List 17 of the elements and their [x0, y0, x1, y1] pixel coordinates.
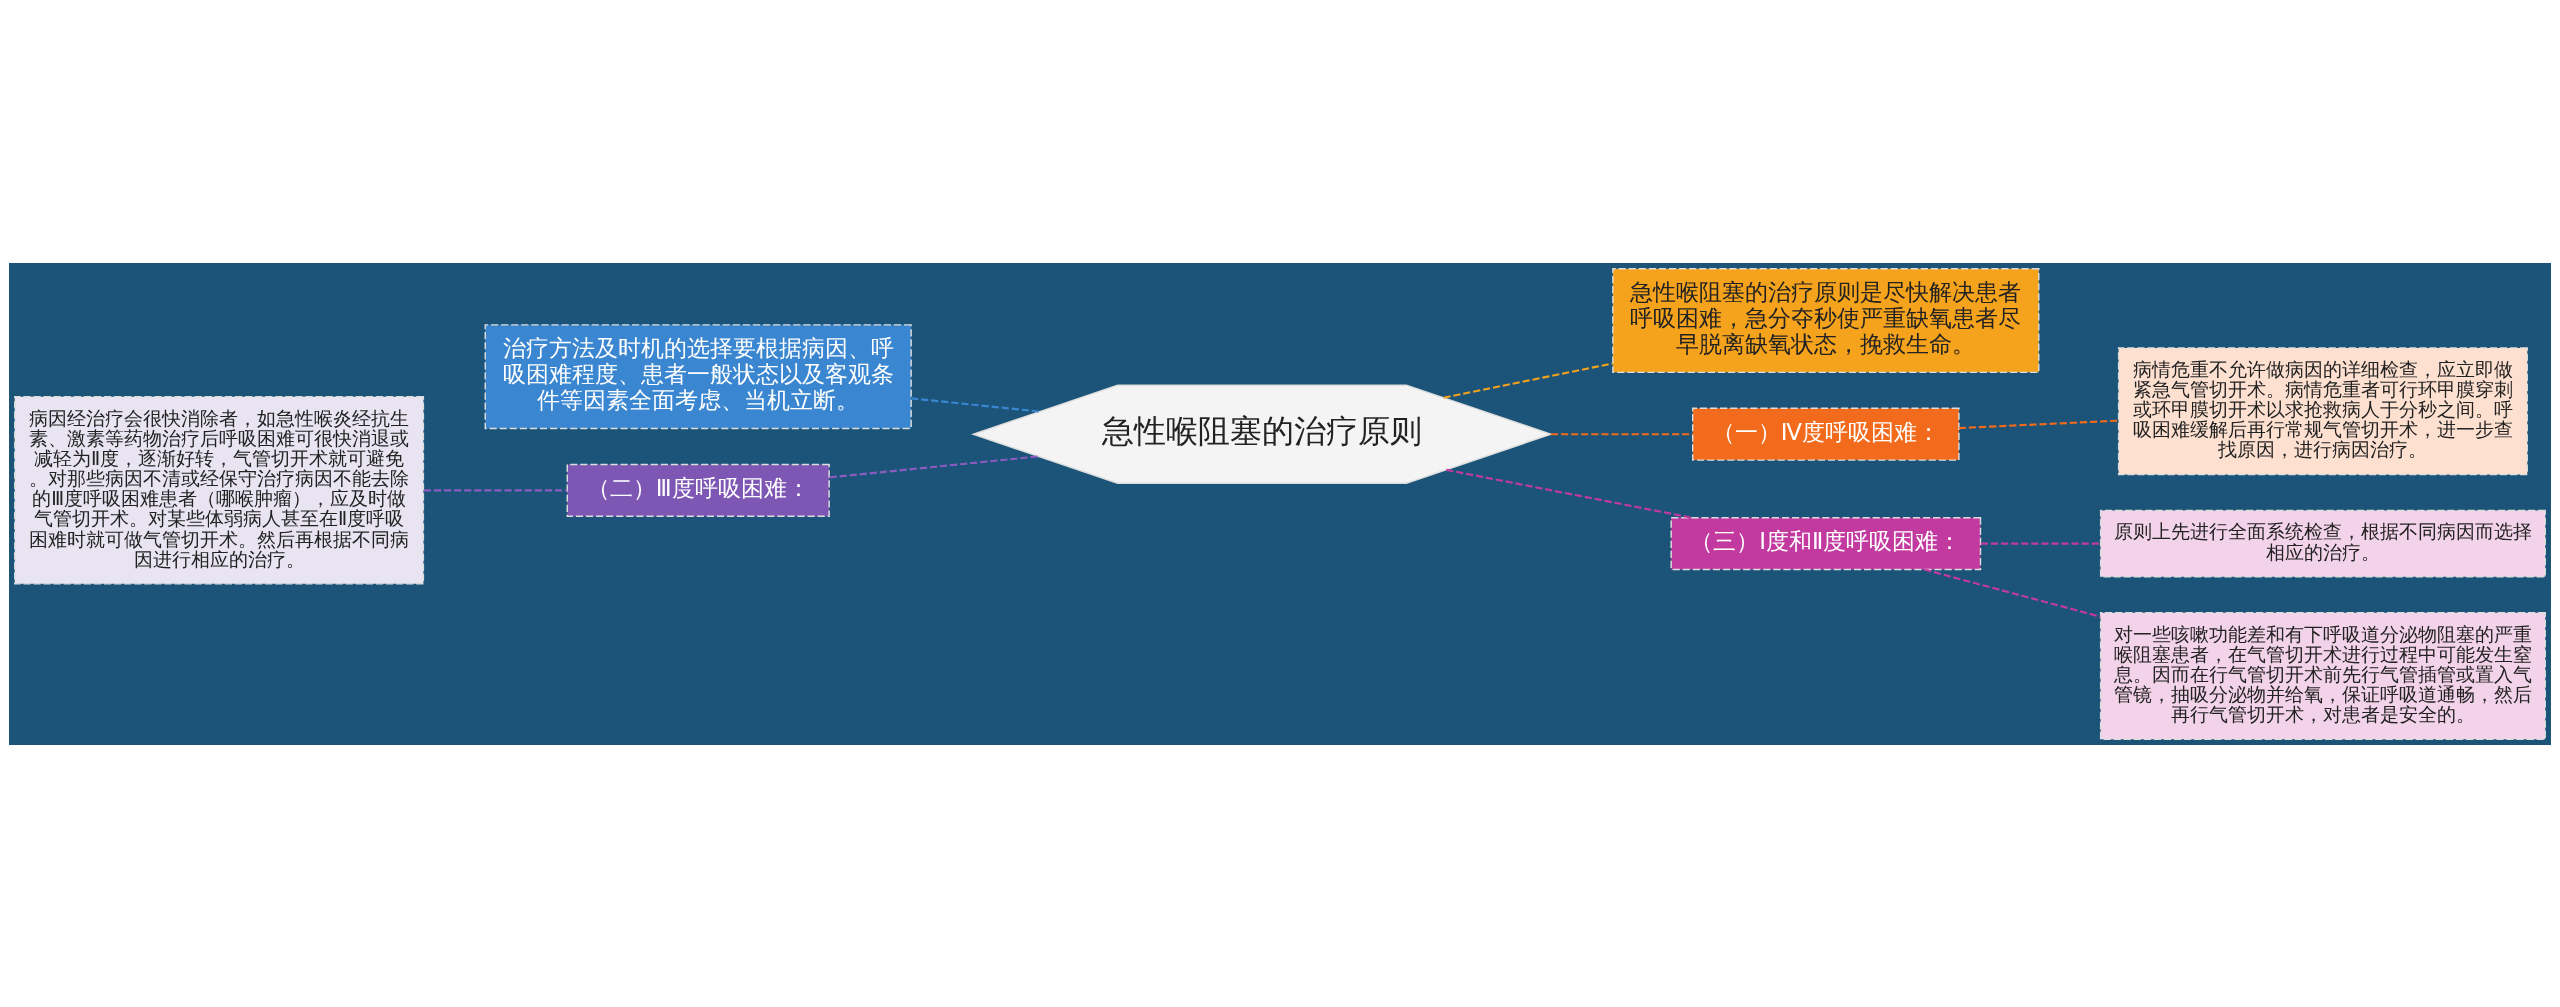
node-box: （三）Ⅰ度和Ⅱ度呼吸困难： [1670, 516, 1982, 570]
connector [1980, 542, 2101, 545]
connector [1446, 468, 1692, 519]
node-box: 对一些咳嗽功能差和有下呼吸道分泌物阻塞的严重喉阻塞患者，在气管切开术进行过程中可能发生窒息。因而在行气管切开术前先行气管插管或置入气管镜，抽吸分泌物并给氧，保证呼吸道通畅，然后再行气管切开术，对患者是安全的。 [2099, 611, 2546, 740]
node-box: （二）Ⅲ度呼吸困难： [566, 463, 830, 517]
node-box: 急性喉阻塞的治疗原则是尽快解决患者呼吸困难，急分夺秒使严重缺氧患者尽早脱离缺氧状态，挽救生命。 [1612, 267, 2040, 373]
connector [1443, 361, 1613, 399]
node-box: 病情危重不允许做病因的详细检查，应立即做紧急气管切开术。病情危重者可行环甲膜穿刺或环甲膜切开术以求抢救病人于分秒之间。呼吸困难缓解后再行常规气管切开术，进一步查找原因，进行病因治疗。 [2117, 346, 2528, 475]
connector [1924, 568, 2101, 618]
node-box: 治疗方法及时机的选择要根据病因、呼吸困难程度、患者一般状态以及客观条件等因素全面考虑、当机立断。 [484, 323, 912, 429]
connector [911, 396, 1040, 413]
connector [829, 454, 1039, 478]
node-box: 病因经治疗会很快消除者，如急性喉炎经抗生素、激素等药物治疗后呼吸困难可很快消退或减轻为Ⅱ度，逐渐好转，气管切开术就可避免。对那些病因不清或经保守治疗病因不能去除的Ⅲ度呼吸困难患者（哪喉肿瘤），应及时做气管切开术。对某些体弱病人甚至在Ⅱ度呼吸困难时就可做气管切开术。然后再根据不同病因进行相应的治疗。 [14, 395, 425, 585]
connector [1959, 419, 2119, 429]
connector [423, 488, 568, 491]
node-box: （一）Ⅳ度呼吸困难： [1692, 407, 1960, 461]
node-box: 原则上先进行全面系统检查，根据不同病因而选择相应的治疗。 [2099, 509, 2546, 577]
